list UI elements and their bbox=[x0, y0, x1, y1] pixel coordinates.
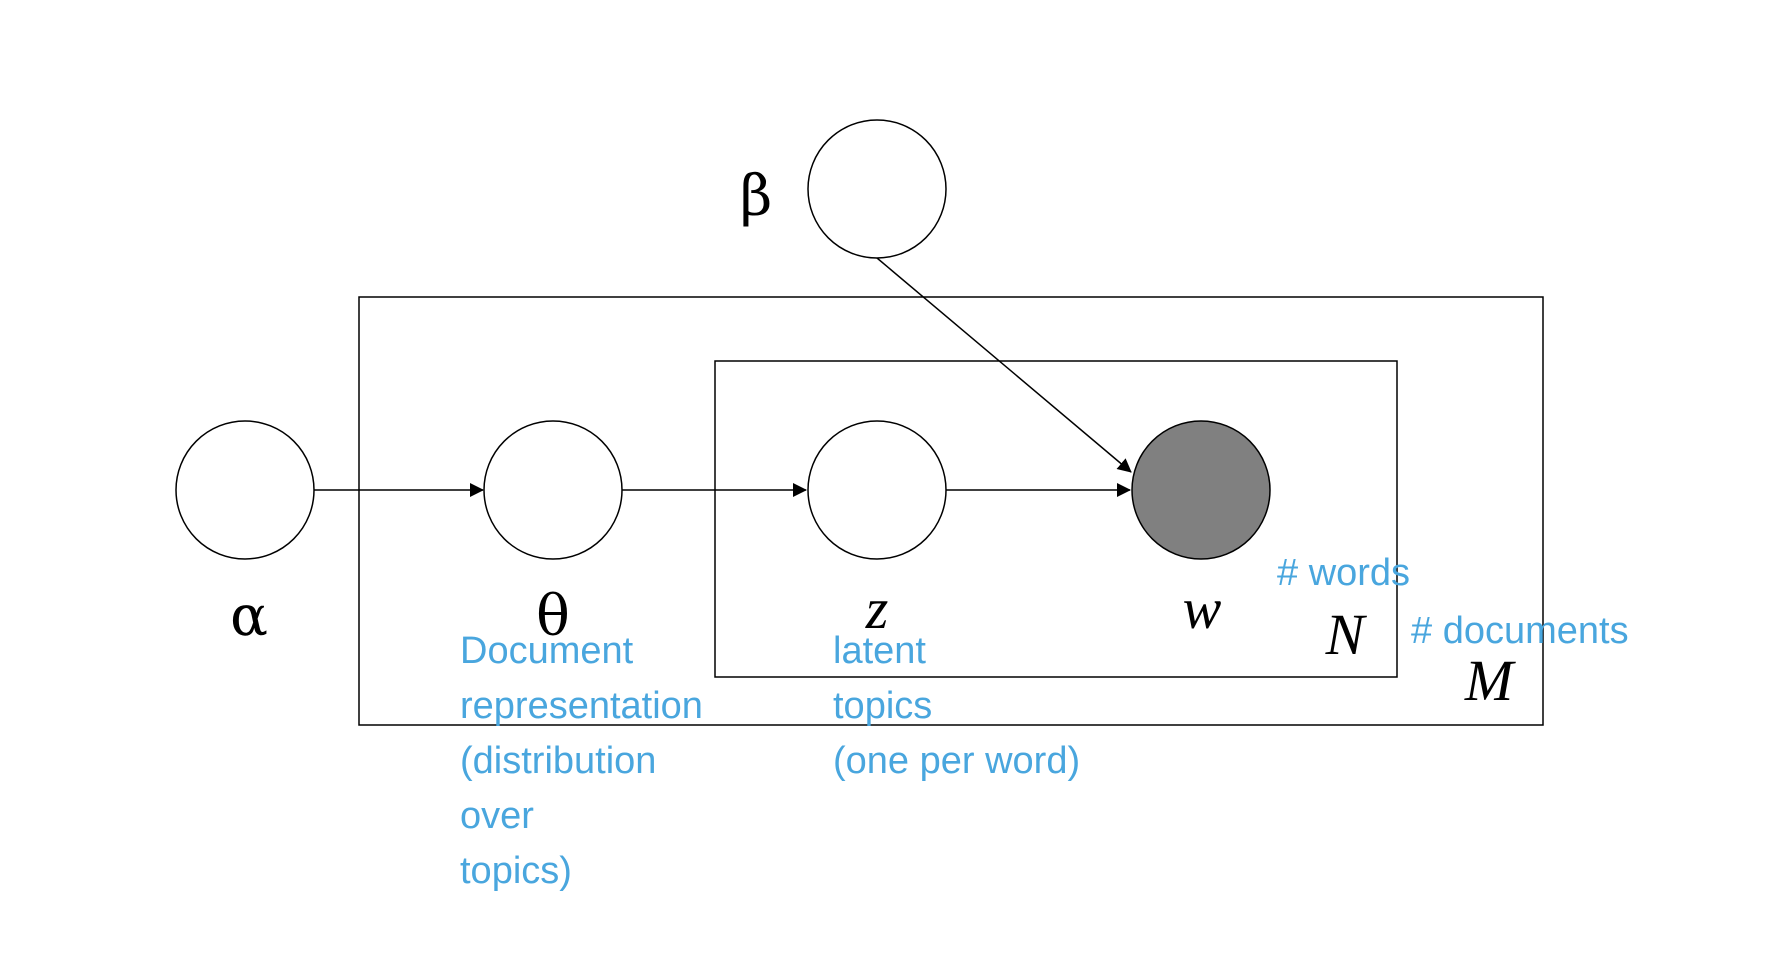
outer-plate bbox=[358, 296, 1544, 726]
node-alpha bbox=[175, 420, 315, 560]
node-z bbox=[807, 420, 947, 560]
node-theta bbox=[483, 420, 623, 560]
plate-label-n: N bbox=[1325, 602, 1368, 667]
label-z: z bbox=[865, 576, 889, 641]
annotation-document-representation: Document representation (distribution ov… bbox=[460, 630, 703, 892]
label-alpha: α bbox=[230, 584, 268, 649]
node-beta bbox=[807, 119, 947, 259]
edge-beta-w bbox=[876, 257, 1132, 473]
annotation-documents-count: # documents bbox=[1411, 610, 1629, 652]
plate-label-m: M bbox=[1464, 648, 1516, 713]
annotation-latent-topics: latent topics (one per word) bbox=[833, 630, 1081, 782]
label-beta: β bbox=[740, 164, 772, 229]
label-w: w bbox=[1183, 576, 1222, 641]
annotation-words-count: # words bbox=[1277, 552, 1411, 594]
node-w bbox=[1131, 420, 1271, 560]
label-theta: θ bbox=[536, 584, 570, 649]
inner-plate bbox=[714, 360, 1398, 678]
